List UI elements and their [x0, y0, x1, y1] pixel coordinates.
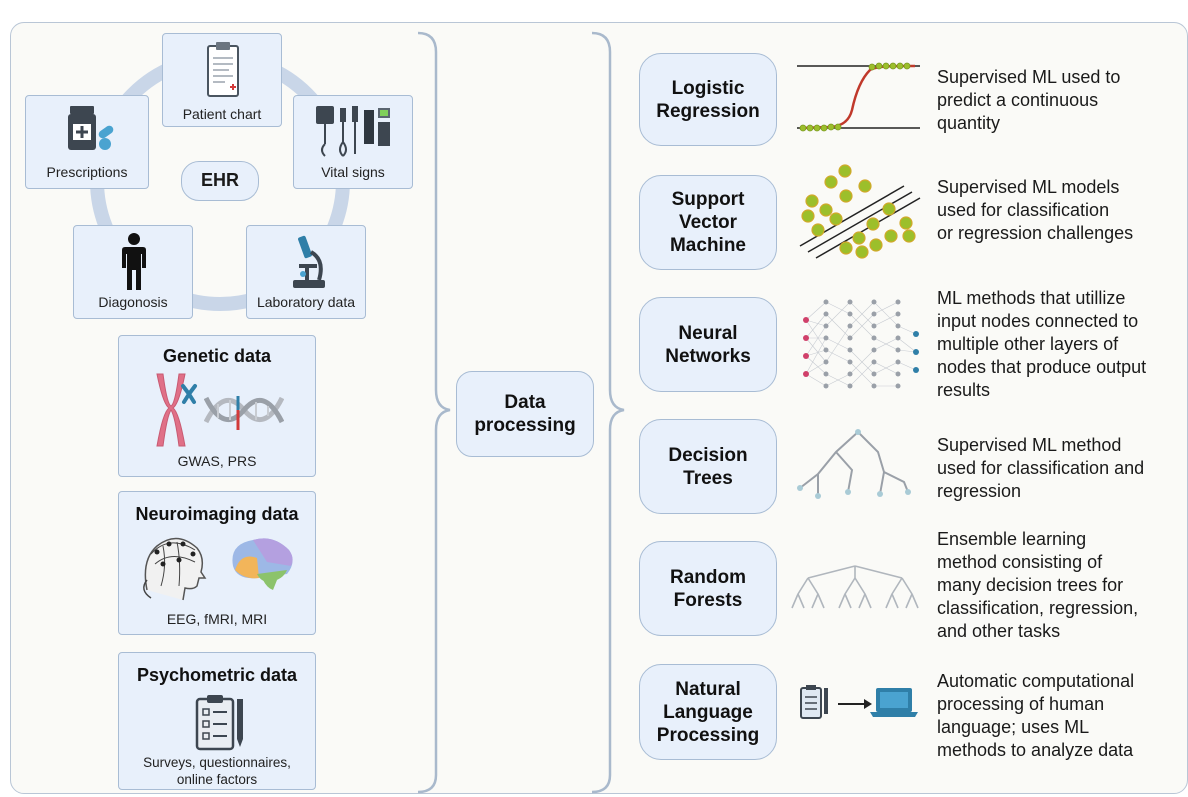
- neuroimaging-data-caption: EEG, fMRI, MRI: [166, 611, 268, 627]
- microscope-icon: [293, 235, 325, 288]
- brain-icon: [232, 538, 293, 590]
- logistic-regression-description: Supervised ML used to predict a continuo…: [937, 67, 1121, 133]
- nlp-description: Automatic computational processing of hu…: [937, 671, 1135, 760]
- neuroimaging-data-box: Neuroimaging data EEG, fMRI, MRI: [118, 491, 316, 635]
- sigmoid-curve-icon: [797, 62, 920, 132]
- eeg-head-icon: [143, 537, 207, 601]
- ehr-patient-chart: Patient chart: [162, 33, 282, 127]
- ehr-diagonosis: Diagonosis: [73, 225, 193, 319]
- medicine-bottle-icon: [68, 106, 114, 150]
- vital-signs-monitor-icon: [316, 106, 390, 157]
- method-support-vector-machine: Support Vector Machine: [639, 175, 777, 270]
- survey-clipboard-icon: [195, 695, 243, 751]
- psychometric-caption-line1: Surveys, questionnaires,: [143, 755, 291, 770]
- method-random-forests: Random Forests: [639, 541, 777, 636]
- data-processing-node: Data processing: [456, 371, 594, 457]
- prescriptions-label: Prescriptions: [46, 164, 128, 180]
- ehr-center-label: EHR: [181, 161, 259, 201]
- decision-tree-leaves: [797, 429, 911, 499]
- method-neural-networks: Neural Networks: [639, 297, 777, 392]
- random-forest-icon: [791, 565, 919, 609]
- svm-scatter-icon: [799, 164, 921, 259]
- genetic-data-caption: GWAS, PRS: [177, 453, 257, 469]
- neural-networks-description: ML methods that utillize input nodes con…: [937, 288, 1147, 400]
- ehr-prescriptions: Prescriptions: [25, 95, 149, 189]
- vital-signs-label: Vital signs: [321, 164, 385, 180]
- genetic-data-title: Genetic data: [162, 346, 272, 366]
- neuroimaging-data-title: Neuroimaging data: [135, 504, 299, 524]
- clipboard-chart-icon: [207, 42, 239, 97]
- psychometric-data-box: Psychometric data Surveys, questionnaire…: [118, 652, 316, 790]
- method-decision-trees: Decision Trees: [639, 419, 777, 514]
- neural-network-icon: [803, 299, 919, 389]
- patient-chart-label: Patient chart: [182, 106, 262, 122]
- document-to-laptop-icon: [800, 685, 918, 719]
- decision-tree-icon: [799, 431, 909, 496]
- person-icon: [122, 233, 146, 290]
- ehr-laboratory-data: Laboratory data: [246, 225, 366, 319]
- psychometric-data-title: Psychometric data: [136, 665, 298, 685]
- genetic-data-box: Genetic data GWAS, PRS: [118, 335, 316, 477]
- ehr-vital-signs: Vital signs: [293, 95, 413, 189]
- dna-icon: [204, 396, 284, 430]
- laboratory-data-label: Laboratory data: [256, 294, 356, 310]
- method-logistic-regression: Logistic Regression: [639, 53, 777, 146]
- random-forests-description: Ensemble learning method consisting of m…: [937, 529, 1139, 641]
- decision-trees-description: Supervised ML method used for classifica…: [937, 435, 1145, 501]
- chromosome-icon: [156, 373, 197, 447]
- method-natural-language-processing: Natural Language Processing: [639, 664, 777, 760]
- diagonosis-label: Diagonosis: [98, 294, 168, 310]
- svm-description: Supervised ML models used for classifica…: [937, 177, 1134, 243]
- psychometric-caption-line2: online factors: [176, 772, 258, 787]
